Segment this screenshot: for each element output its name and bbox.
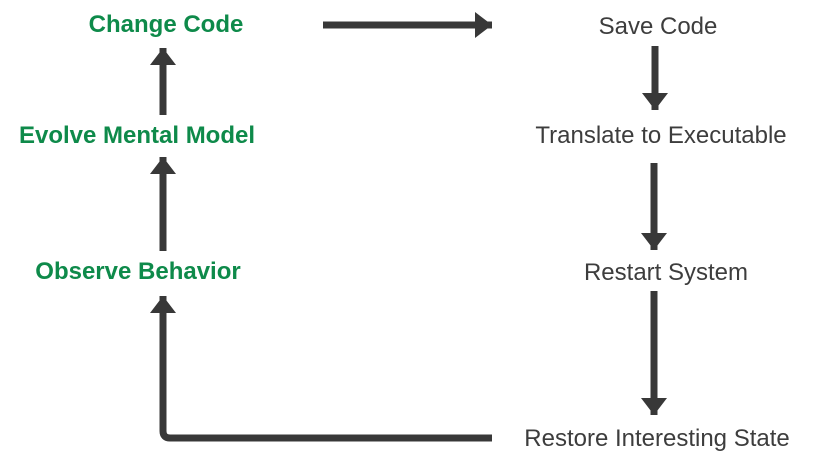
- node-restore-interesting-state: Restore Interesting State: [524, 425, 790, 452]
- node-evolve-mental-model: Evolve Mental Model: [18, 122, 256, 149]
- node-save-code: Save Code: [598, 13, 718, 40]
- node-restart-system: Restart System: [583, 259, 749, 286]
- node-observe-behavior: Observe Behavior: [35, 258, 241, 285]
- node-change-code: Change Code: [88, 11, 244, 38]
- node-translate-to-executable: Translate to Executable: [535, 122, 787, 149]
- arrow-restore-to-observe-behavior: [150, 296, 492, 442]
